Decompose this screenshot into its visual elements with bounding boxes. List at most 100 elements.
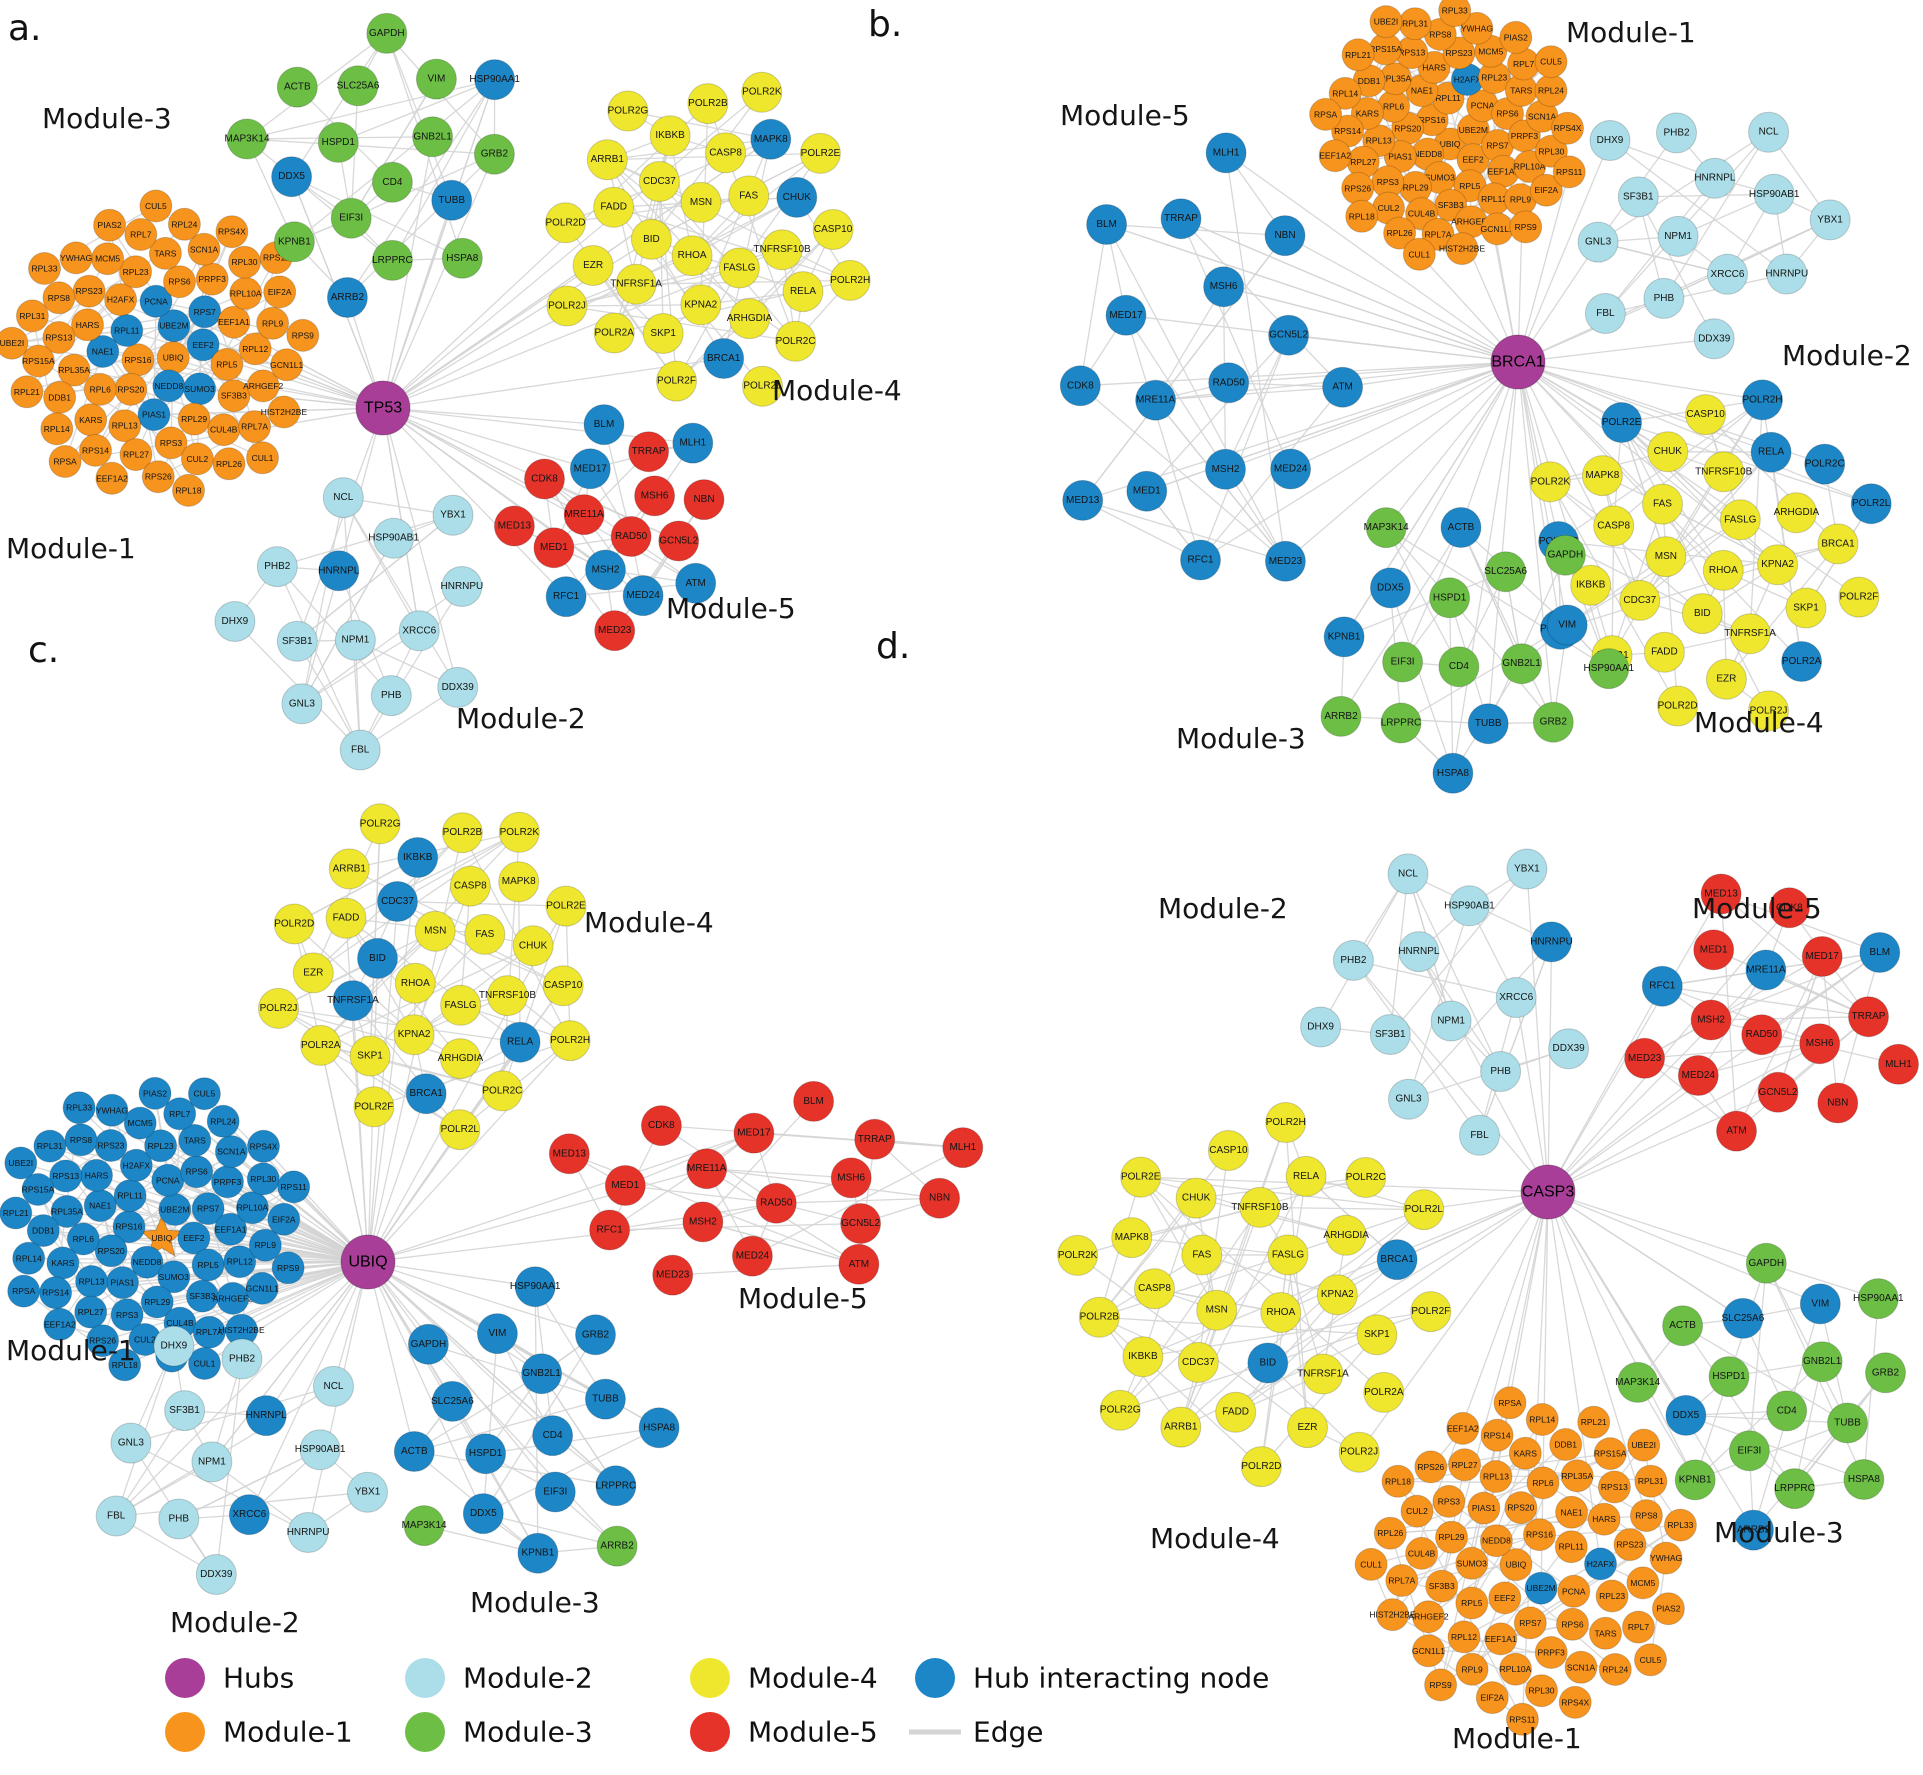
gene-node: RPS23 <box>1613 1528 1647 1562</box>
hub-interacting-node: KPNB1 <box>1323 616 1365 658</box>
gene-node: RPS14 <box>79 433 112 467</box>
gene-node: RPL18 <box>172 473 205 507</box>
gene-node: ARRB1 <box>1160 1406 1202 1448</box>
gene-node: RELA <box>782 271 824 313</box>
hub-interacting-node: GAPDH <box>407 1323 449 1365</box>
gene-node: RPS11 <box>1552 155 1586 189</box>
gene-node: GCN5L2 <box>658 520 700 562</box>
gene-node: HSP90AB1 <box>1444 885 1495 927</box>
gene-node: SKP1 <box>1356 1314 1398 1356</box>
module-label: Module-3 <box>470 1586 600 1619</box>
legend-swatch-icon <box>165 1712 205 1752</box>
gene-node: RPL12 <box>1447 1620 1481 1654</box>
gene-node: FAS <box>728 175 770 217</box>
gene-node: YWHAG <box>1649 1541 1683 1575</box>
gene-node: RPS8 <box>42 281 76 315</box>
gene-node: CUL5 <box>139 189 173 223</box>
gene-node: RPL6 <box>83 372 117 406</box>
gene-node: RPSA <box>1493 1386 1527 1420</box>
gene-node: RPS16 <box>1523 1518 1556 1552</box>
hub-interacting-node: RPS6 <box>180 1155 214 1189</box>
gene-node: GNB2L1 <box>1801 1341 1843 1383</box>
hub-interacting-node: MSH2 <box>585 549 626 591</box>
gene-node: NBN <box>683 479 725 521</box>
gene-node: GRB2 <box>473 133 515 175</box>
hub-interacting-node: RPL10A <box>235 1191 269 1225</box>
legend-item: Module-1 <box>165 1712 353 1752</box>
gene-node: PCNA <box>1557 1574 1591 1608</box>
gene-node: POLR2B <box>1078 1296 1120 1338</box>
gene-node: RPS9 <box>1509 210 1543 244</box>
hub-interacting-node: RPSA <box>7 1274 41 1308</box>
hub-interacting-node: RPL27 <box>74 1295 108 1329</box>
gene-node: POLR2F <box>353 1086 395 1128</box>
legend-item: Edge <box>909 1716 1043 1749</box>
gene-node: MSH6 <box>634 475 676 517</box>
legend-item: Hub interacting node <box>915 1658 1269 1698</box>
hub-label: TP53 <box>364 400 402 417</box>
hub-interacting-node: SLC25A6 <box>1721 1297 1765 1339</box>
legend-item: Hubs <box>165 1658 294 1698</box>
hub-interacting-node: RPS4X <box>247 1129 280 1163</box>
hub-interacting-node: GNB2L1 <box>521 1353 563 1395</box>
gene-node: PHB2 <box>221 1338 263 1380</box>
gene-node: HSP90AA1 <box>1853 1278 1904 1320</box>
hub-label: UBIQ <box>348 1254 387 1271</box>
gene-node: EEF2 <box>1488 1581 1522 1615</box>
hub-interacting-node: ACTB <box>393 1431 435 1472</box>
gene-node: EIF2A <box>263 275 297 309</box>
gene-node: CHUK <box>512 925 554 967</box>
gene-node: CUL5 <box>1634 1643 1667 1677</box>
hub-node: BRCA1 <box>1490 334 1546 390</box>
gene-node: YBX1 <box>347 1471 388 1513</box>
legend-item: Module-2 <box>405 1658 593 1698</box>
hub-interacting-node: HARS <box>80 1158 113 1192</box>
gene-node: RPL10A <box>1499 1652 1532 1686</box>
gene-node: POLR2K <box>741 71 783 113</box>
gene-node: CD4 <box>371 161 413 203</box>
gene-node: XRCC6 <box>1707 253 1748 295</box>
hub-interacting-node: NBN <box>1264 215 1306 257</box>
gene-node: CDK8 <box>640 1105 682 1147</box>
hub-interacting-node: TUBB <box>431 179 473 221</box>
gene-node: FBL <box>339 729 381 771</box>
hub-interacting-node: RFC1 <box>545 576 587 618</box>
hub-interacting-node: MSH2 <box>1205 448 1246 490</box>
hub-interacting-node: DDX5 <box>462 1493 504 1535</box>
hub-interacting-node: NEDD8 <box>152 369 186 403</box>
gene-node: YBX1 <box>1506 848 1548 890</box>
gene-node: POLR2G <box>359 803 401 845</box>
gene-node: SKP1 <box>1785 587 1827 629</box>
gene-node: RPL21 <box>1341 38 1375 72</box>
gene-node: POLR2D <box>545 202 586 244</box>
gene-node: ATM <box>1716 1110 1757 1152</box>
gene-node: POLR2J <box>1338 1431 1380 1473</box>
gene-node: ARRB1 <box>586 139 628 181</box>
gene-node: MSN <box>1645 536 1687 578</box>
hub-interacting-node: MED13 <box>1062 479 1104 521</box>
gene-node: RPL24 <box>1598 1653 1632 1686</box>
gene-node: RPL13 <box>1479 1460 1513 1493</box>
gene-node: POLR2L <box>1403 1189 1445 1231</box>
module-label: Module-1 <box>6 532 136 565</box>
gene-node: ACTB <box>276 66 318 108</box>
gene-node: FAS <box>464 913 506 955</box>
gene-node: PRPF3 <box>195 262 229 296</box>
gene-node: CDC37 <box>638 161 680 202</box>
hub-interacting-node: HNRNPL <box>318 550 360 592</box>
gene-node: NPM1 <box>1430 1000 1472 1042</box>
hub-interacting-node: BRCA1 <box>703 338 745 379</box>
gene-node: MED1 <box>1693 929 1735 971</box>
gene-node: YWHAG <box>59 241 93 275</box>
gene-node: BRCA1 <box>1817 523 1859 565</box>
gene-node: POLR2L <box>439 1109 481 1151</box>
gene-node: DDB1 <box>1549 1428 1583 1461</box>
hub-interacting-node: MED17 <box>1105 294 1147 336</box>
gene-node: FBL <box>95 1495 137 1537</box>
gene-node: ARRB2 <box>1320 695 1362 737</box>
gene-node: UBE2I <box>1627 1428 1661 1462</box>
hub-interacting-node: MRE11A <box>1135 379 1177 421</box>
gene-node: RPS13 <box>1597 1470 1631 1504</box>
gene-node: NCL <box>322 477 364 519</box>
